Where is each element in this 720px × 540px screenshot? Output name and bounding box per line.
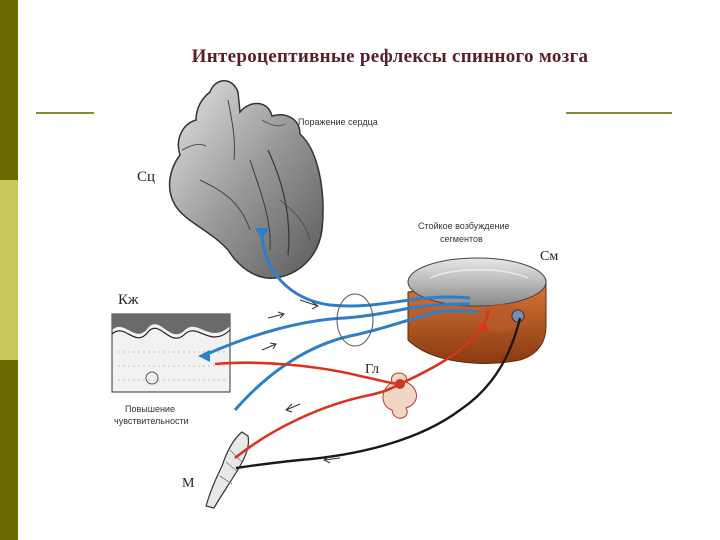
afferent-nerves: [204, 231, 479, 411]
title-rule-left: [36, 112, 94, 114]
nerve-bundle: [336, 293, 374, 347]
muscle-illustration: [205, 431, 250, 509]
skin-label: Кж: [118, 292, 139, 308]
heart-afferent-nerve: [260, 231, 471, 308]
skin-receptor-arrow: [198, 350, 210, 362]
muscle-efferent-nerve: [234, 382, 401, 460]
spinal-caption-line2: сегментов: [440, 234, 483, 244]
slide-title: Интероцептивные рефлексы спинного мозга: [191, 46, 589, 67]
motor-nerve: [235, 317, 522, 470]
spinal-caption-line1: Стойкое возбуждение: [418, 221, 510, 231]
heart-illustration: [168, 80, 324, 279]
skin-caption-line1: Повышение: [125, 404, 175, 414]
title-rule-right: [566, 112, 672, 114]
efferent-neuron-dot: [479, 324, 487, 332]
skin-caption-line2: чувствительности: [114, 416, 189, 426]
slide-sidebar: [0, 0, 18, 540]
flow-arrows: [261, 299, 341, 464]
sidebar-block-light: [0, 180, 18, 360]
sidebar-block-dark-top: [0, 0, 18, 180]
skin-afferent-nerve-2: [233, 309, 479, 411]
heart-receptor-arrow: [255, 228, 269, 240]
sidebar-block-dark-bottom: [0, 360, 18, 540]
skin-afferent-nerve-1: [204, 302, 471, 357]
muscle-label: М: [182, 476, 195, 491]
heart-label: Сц: [137, 169, 155, 185]
skin-efferent-nerve: [214, 361, 401, 386]
spinal-cord-label: См: [540, 249, 558, 264]
heart-caption: Поражение сердца: [298, 117, 378, 127]
ganglion-label: Гл: [365, 362, 379, 377]
